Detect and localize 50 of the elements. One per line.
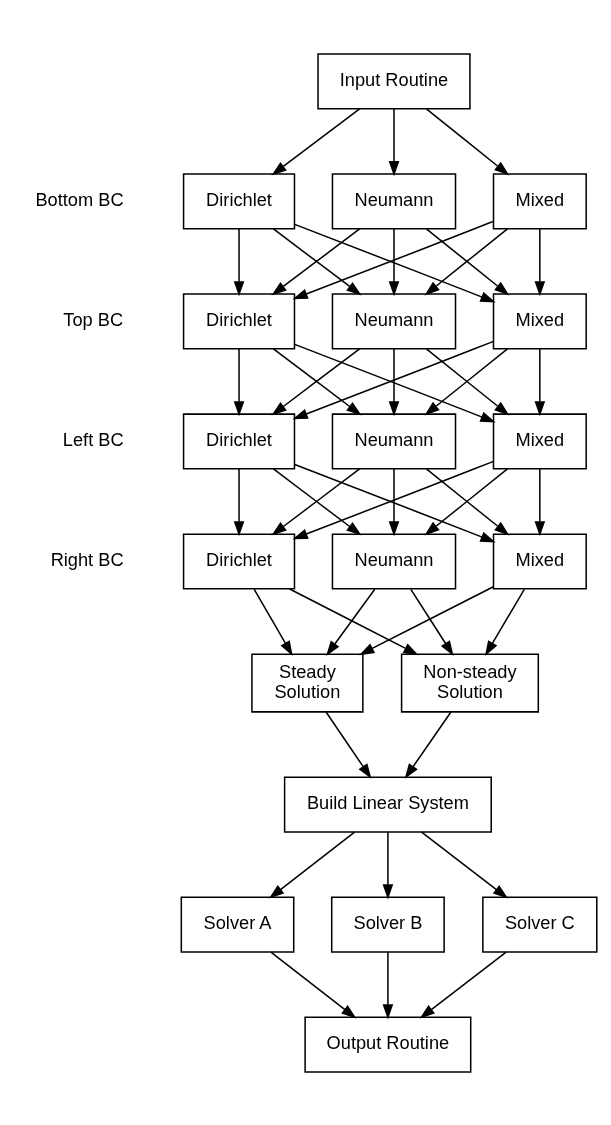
node-box: Input Routine: [317, 52, 471, 110]
label: Bottom BC: [35, 188, 124, 210]
arrow: [425, 107, 510, 175]
node-box: Mixed: [492, 532, 587, 590]
node-box: Mixed: [492, 412, 587, 470]
arrow: [326, 588, 376, 656]
node-box: Neumann: [331, 292, 457, 350]
arrow: [382, 830, 394, 899]
arrow: [253, 588, 293, 656]
arrow: [288, 587, 419, 655]
arrow: [388, 347, 400, 416]
node-box: Output Routine: [304, 1015, 472, 1073]
node-box: Neumann: [331, 172, 457, 230]
arrow: [419, 950, 507, 1019]
node-box: Neumann: [331, 412, 457, 470]
arrow: [410, 588, 454, 656]
node-box: Solver B: [330, 895, 445, 953]
node-box: Dirichlet: [182, 412, 296, 470]
arrow: [382, 950, 394, 1019]
node-box: Solver C: [482, 895, 598, 953]
arrow: [534, 347, 546, 416]
arrow: [484, 588, 526, 656]
arrow: [233, 347, 245, 416]
label: Left BC: [62, 428, 124, 450]
arrow: [388, 227, 400, 296]
arrow: [359, 585, 495, 655]
arrow: [233, 227, 245, 296]
arrow: [420, 830, 509, 899]
node-box: Mixed: [492, 292, 587, 350]
node-box: Neumann: [331, 532, 457, 590]
arrow: [325, 710, 372, 779]
node-box: Dirichlet: [182, 292, 296, 350]
node-box: Solver A: [180, 895, 295, 953]
arrow: [271, 107, 361, 175]
node-box: Dirichlet: [182, 532, 296, 590]
arrow: [534, 467, 546, 536]
label: Top BC: [63, 308, 124, 330]
arrow: [388, 467, 400, 536]
node-box: Dirichlet: [182, 172, 296, 230]
label: Right BC: [50, 548, 124, 570]
node-box: Non-steady Solution: [400, 652, 540, 713]
arrow: [270, 950, 357, 1019]
arrow: [388, 107, 400, 176]
arrow: [534, 227, 546, 296]
node-box: Build Linear System: [283, 775, 492, 833]
node-box: Mixed: [492, 172, 587, 230]
arrow: [269, 830, 356, 899]
arrow: [404, 710, 452, 779]
node-box: Steady Solution: [251, 652, 364, 713]
arrow: [233, 467, 245, 536]
